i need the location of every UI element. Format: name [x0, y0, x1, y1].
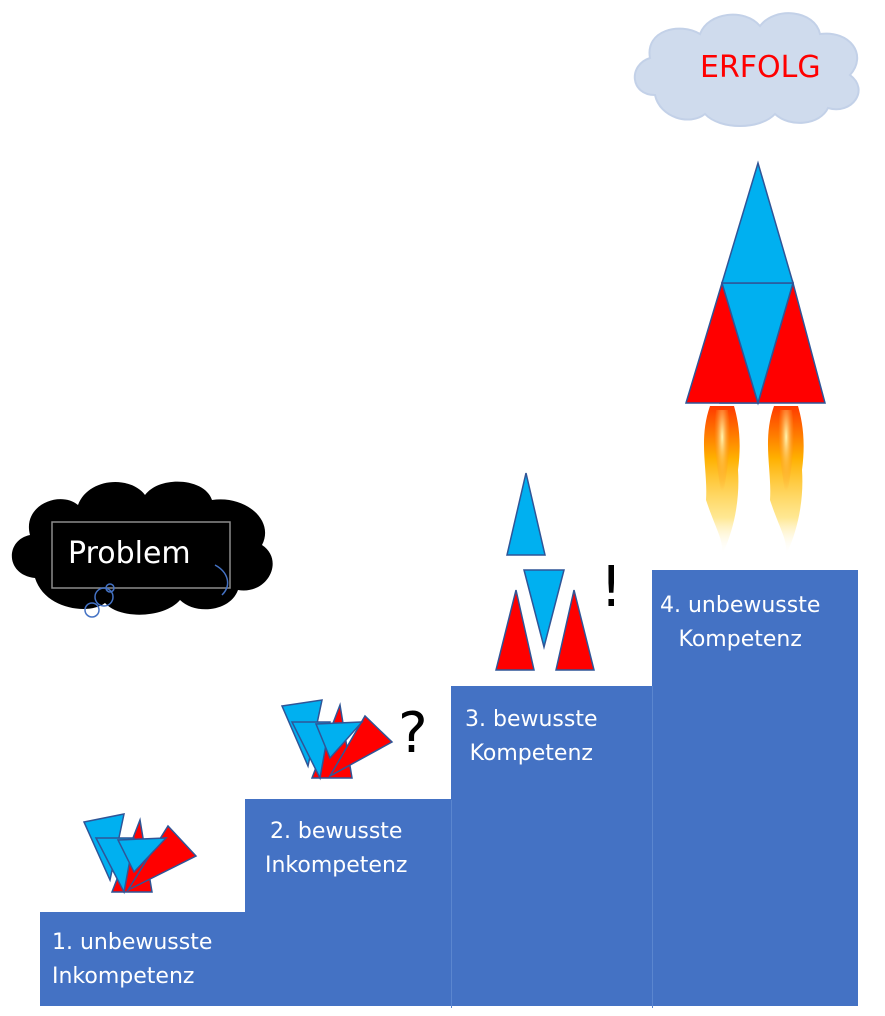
- step-4-label: 4. unbewusste Kompetenz: [660, 593, 821, 652]
- rocket-flames: [703, 406, 804, 555]
- step-2-label: 2. bewusste Inkompetenz: [265, 819, 408, 878]
- rocket-parts-step2: [280, 699, 394, 781]
- problem-label: Problem: [68, 536, 191, 571]
- rocket-parts-step1: [82, 813, 198, 895]
- question-mark: ?: [398, 701, 428, 766]
- success-label: ERFOLG: [700, 50, 821, 85]
- problem-cloud: [11, 481, 273, 618]
- step-1-label: 1. unbewusste Inkompetenz: [52, 930, 213, 989]
- step-2: [245, 797, 858, 912]
- success-cloud: [633, 12, 860, 127]
- rocket-flying: [684, 160, 826, 406]
- rocket-assembling: [495, 472, 595, 671]
- step-seam: [652, 686, 653, 1008]
- step-3-label: 3. bewusste Kompetenz: [465, 707, 598, 766]
- step-seam: [451, 800, 452, 1008]
- step-4: [652, 568, 858, 686]
- exclamation-mark: !: [600, 555, 623, 620]
